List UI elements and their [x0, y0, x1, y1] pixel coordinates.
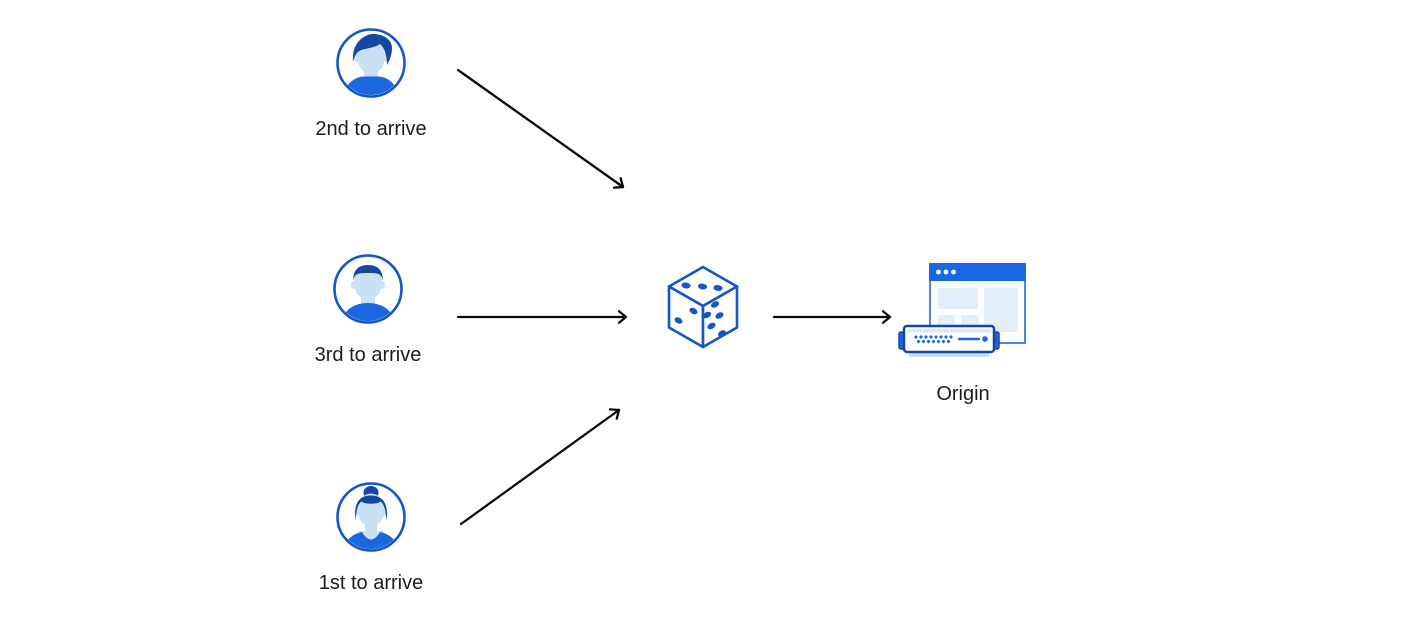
user-label-2nd-to-arrive: 2nd to arrive [315, 118, 427, 140]
user-node-2nd-to-arrive: 2nd to arrive [301, 27, 441, 141]
user-node-3rd-to-arrive: 3rd to arrive [298, 253, 438, 367]
user-label-3rd-to-arrive: 3rd to arrive [314, 344, 422, 366]
origin-node: Origin [897, 262, 1029, 406]
user-avatar-man-short-hair-icon [332, 253, 404, 330]
user-avatar-man-swept-hair-icon [335, 27, 407, 104]
server-diamond-pattern [914, 335, 953, 344]
origin-browser-server-icon [897, 263, 1029, 370]
dice-node [665, 264, 741, 357]
user-node-1st-to-arrive: 1st to arrive [301, 481, 441, 595]
origin-label: Origin [936, 383, 990, 405]
dice-icon [665, 265, 741, 356]
user-avatar-woman-bun-icon [335, 481, 407, 558]
arrow-user2nd-to-dice [456, 68, 625, 189]
user-label-1st-to-arrive: 1st to arrive [318, 572, 424, 594]
arrow-user1st-to-dice [459, 408, 621, 526]
